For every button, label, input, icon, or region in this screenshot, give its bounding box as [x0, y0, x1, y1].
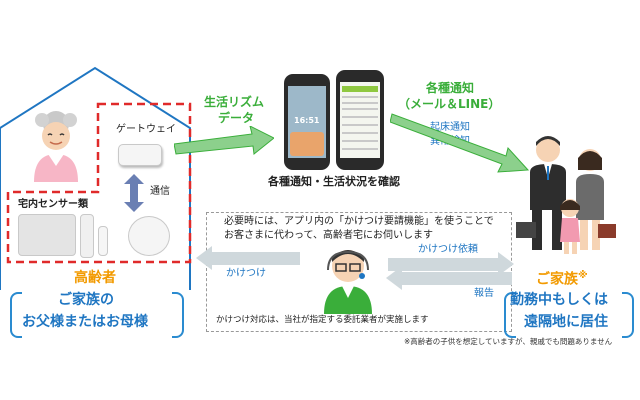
elderly-person-illustration: [34, 111, 78, 182]
sensor-device-2-icon: [80, 214, 94, 258]
callcenter-note2: お客さまに代わって、高齢者宅にお伺いします: [224, 230, 433, 241]
elderly-line2: お父様またはお母様: [22, 314, 148, 330]
report-arrowhead-icon: [386, 266, 402, 290]
comm-label: 通信: [150, 186, 170, 197]
phone-time: 16:51: [294, 116, 320, 125]
sensor-device-1-icon: [18, 214, 76, 256]
elderly-line1: ご家族の: [58, 292, 114, 308]
notify-arrow-icon: [390, 113, 530, 173]
family-title-text: ご家族: [536, 271, 578, 288]
phone-2: [336, 70, 384, 170]
sensor-label: 宅内センサー類: [18, 199, 88, 210]
callcenter-note1: 必要時には、アプリ内の「かけつけ要請機能」を使うことで: [224, 216, 494, 227]
request-arrowhead-icon: [498, 252, 514, 276]
comm-arrow-icon: [124, 174, 144, 212]
rhythm-data-line1: 生活リズム: [204, 95, 265, 109]
request-arrow: [388, 258, 500, 271]
operator-illustration: [324, 250, 372, 314]
notify-line1: 各種通知: [426, 81, 475, 95]
report-arrow: [400, 272, 512, 285]
bottom-note: ※高齢者の子供を想定していますが、親戚でも問題ありません: [404, 337, 613, 346]
report-label: 報告: [474, 288, 494, 299]
rhythm-data-arrow-icon: [174, 126, 274, 155]
family-line1: 勤務中もしくは: [510, 292, 608, 308]
callcenter-footnote: かけつけ対応は、当社が指定する委託業者が実施します: [216, 315, 429, 325]
family-line2: 遠隔地に居住: [524, 314, 608, 330]
family-title-mark: ※: [578, 270, 588, 281]
rhythm-data-line2: データ: [218, 111, 255, 125]
family-illustration: [516, 136, 616, 254]
gateway-label: ゲートウェイ: [116, 124, 176, 135]
family-title: ご家族※: [536, 270, 588, 288]
request-label: かけつけ依頼: [418, 244, 478, 255]
elderly-title: 高齢者: [74, 270, 116, 286]
notify-line2: （メール＆LINE）: [398, 97, 501, 111]
phone-1: 16:51: [284, 74, 330, 170]
sensor-device-3-icon: [98, 226, 108, 256]
notify-item1: 起床通知: [430, 122, 470, 133]
sensor-device-4-icon: [128, 216, 170, 256]
kaketsuke-label: かけつけ: [226, 268, 266, 279]
gateway-device-icon: [118, 144, 162, 166]
phones-caption: 各種通知・生活状況を確認: [268, 175, 400, 188]
family-bracket-right: [622, 292, 634, 338]
elderly-bracket-right: [172, 292, 184, 338]
kaketsuke-arrow: [210, 252, 300, 265]
elderly-bracket-left: [10, 292, 22, 338]
family-bracket-left: [504, 292, 516, 338]
kaketsuke-arrowhead-icon: [196, 246, 212, 270]
